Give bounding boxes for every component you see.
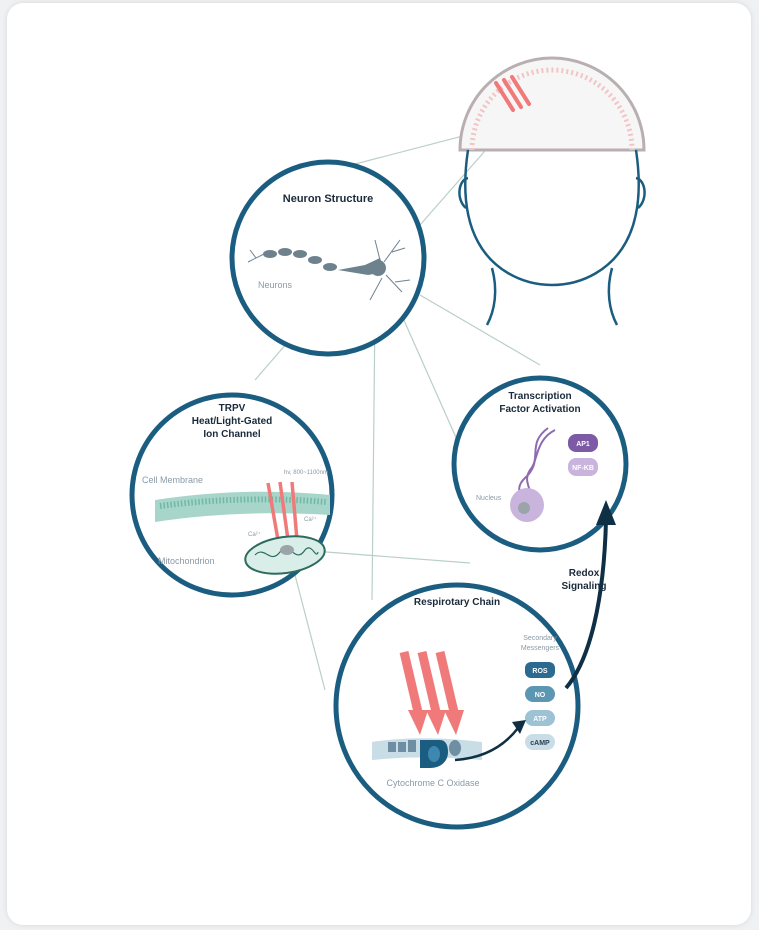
- redox-line1: Redox: [569, 568, 600, 579]
- ros-label: ROS: [532, 668, 548, 675]
- respiratory-title: Respirotary Chain: [414, 597, 500, 608]
- cytochrome-core: [428, 746, 440, 762]
- mitochondrion-core: [280, 545, 294, 555]
- ap1-label: AP1: [576, 441, 590, 448]
- neuron-title: Neuron Structure: [283, 193, 373, 205]
- trpv-title-line3: Ion Channel: [203, 429, 260, 440]
- neuron-circle-border: [232, 162, 424, 354]
- no-label: NO: [535, 692, 546, 699]
- neck-left: [487, 268, 495, 325]
- trpv-circle: TRPV Heat/Light-Gated Ion Channel Cell M…: [132, 395, 332, 595]
- trpv-title-line2: Heat/Light-Gated: [192, 416, 273, 427]
- trpv-title-line1: TRPV: [219, 403, 246, 414]
- cell-membrane-label: Cell Membrane: [142, 475, 203, 485]
- atp-label: ATP: [533, 716, 547, 723]
- neurons-label: Neurons: [258, 280, 293, 290]
- neuron-structure-circle: Neuron Structure Neurons: [232, 162, 424, 354]
- ca-label-left: Ca²⁺: [248, 531, 261, 538]
- transcription-title-line1: Transcription: [508, 391, 571, 402]
- nfkb-label: NF-KB: [572, 465, 594, 472]
- secondary-line1: Secondary: [523, 635, 557, 642]
- head-illustration: [459, 58, 644, 325]
- respiratory-chain-circle: Respirotary Chain Secondary Messengers R…: [336, 585, 578, 827]
- ca-label-right: Ca²⁺: [304, 516, 317, 523]
- secondary-line2: Messengers: [521, 645, 560, 652]
- mitochondrion-label: Mitochondrion: [158, 556, 215, 566]
- camp-label: cAMP: [530, 740, 550, 747]
- wavelength-label: hv, 800~1100nm: [284, 470, 328, 476]
- face-outline: [465, 150, 639, 285]
- transcription-title-line2: Factor Activation: [499, 404, 580, 415]
- nucleus-label: Nucleus: [476, 495, 502, 502]
- nucleus-core: [518, 502, 530, 514]
- cytochrome-label: Cytochrome C Oxidase: [386, 778, 479, 788]
- neck-right: [609, 268, 617, 325]
